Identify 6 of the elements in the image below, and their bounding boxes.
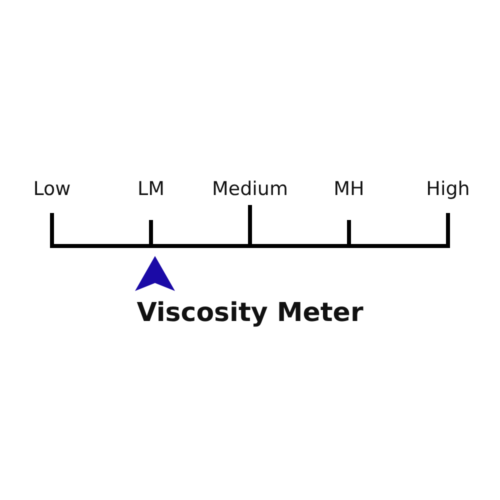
scale-label: MH [334, 178, 364, 200]
scale-label: Medium [212, 178, 288, 200]
title: Viscosity Meter [136, 298, 364, 328]
scale-label: LM [138, 178, 164, 200]
scale-label: Low [33, 178, 71, 200]
scale-label: High [426, 178, 470, 200]
